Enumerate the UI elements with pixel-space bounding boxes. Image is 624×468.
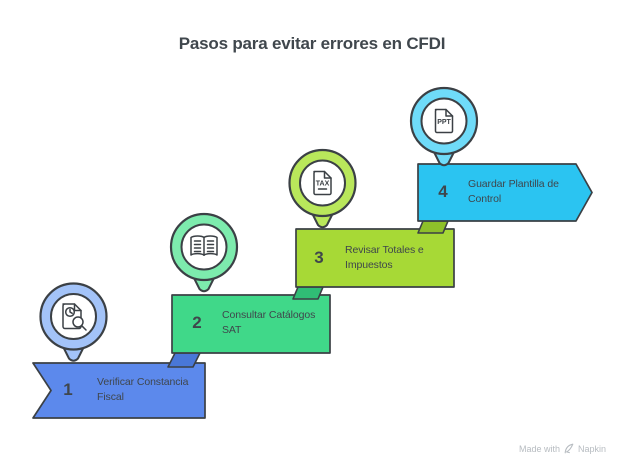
step3-banner [295,228,455,288]
made-with-napkin: Made with Napkin [519,443,606,454]
step4-number: 4 [438,182,448,201]
step2-step3-fold [292,286,324,300]
ppt-document-icon: PPT [434,108,454,134]
tax-icon-label: TAX [316,181,330,188]
step2-banner [171,294,331,354]
step1-label-line1: Verificar Constancia [97,376,189,388]
step1-pin [39,282,108,362]
made-with-text: Made with [518,443,560,454]
step4-label: Guardar Plantilla de Control [468,177,588,207]
open-book-icon [190,235,218,256]
step3-label-line2: Impuestos [345,259,393,271]
napkin-logo-icon [564,443,574,454]
step1-label-line2: Fiscal [97,391,124,403]
ppt-icon-label: PPT [437,119,451,126]
pin-inner-circle [50,293,97,340]
step1-number: 1 [63,380,73,399]
step4-pin: PPT [409,86,479,167]
pin-inner-circle [299,159,346,207]
step2-pin [169,212,239,293]
step3-number: 3 [314,248,324,267]
step1-label: Verificar Constancia Fiscal [97,375,217,405]
step2-label-line2: SAT [222,324,242,336]
napkin-brand-text: Napkin [577,443,606,454]
step3-pin: TAX [288,148,357,229]
diagram-shapes: TAX PPT [32,86,593,419]
tax-document-icon: TAX [313,170,332,196]
step3-label-line1: Revisar Totales e [345,244,424,256]
diagram-title: Pasos para evitar errores en CFDI [178,34,446,53]
step4-label-line1: Guardar Plantilla de [468,178,559,190]
step2-label: Consultar Catálogos SAT [222,308,342,338]
step2-number: 2 [192,313,202,332]
pin-inner-circle [420,97,468,145]
step3-label: Revisar Totales e Impuestos [345,243,465,273]
step2-label-line1: Consultar Catálogos [222,309,316,321]
step3-step4-fold [417,220,449,234]
step4-banner [417,163,593,222]
step4-label-line2: Control [468,193,502,205]
document-search-icon [62,303,87,331]
